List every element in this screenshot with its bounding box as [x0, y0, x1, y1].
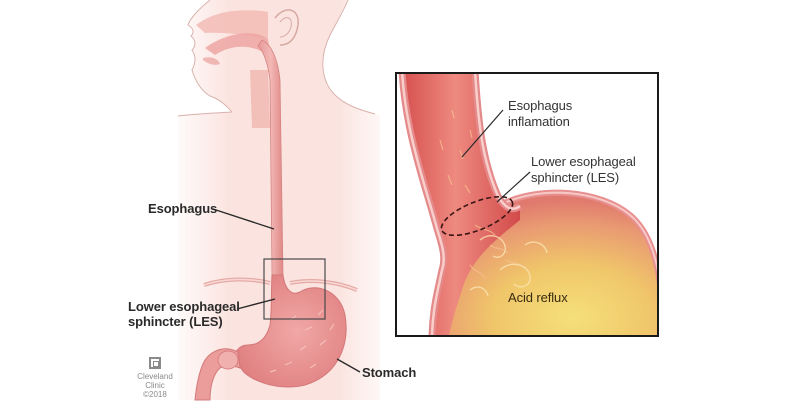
label-les-overview-line1: Lower esophageal	[128, 299, 240, 314]
inset-detail	[395, 72, 659, 337]
label-les-inset: Lower esophageal sphincter (LES)	[531, 154, 636, 186]
label-inflammation-line1: Esophagus	[508, 98, 573, 113]
label-acid-reflux: Acid reflux	[508, 290, 568, 305]
label-esophagus: Esophagus	[148, 201, 218, 216]
cleveland-clinic-logo-icon	[149, 357, 161, 369]
detail-region-box	[263, 258, 326, 320]
label-les-inset-line1: Lower esophageal	[531, 154, 636, 169]
stomach-overview	[194, 274, 347, 401]
logo-copyright: ©2018	[143, 390, 167, 399]
logo-name-line2: Clinic	[145, 381, 165, 390]
label-inflammation-line2: inflamation	[508, 114, 570, 129]
label-esophagus-inflammation: Esophagus inflamation	[508, 98, 572, 130]
cleveland-clinic-logo: Cleveland Clinic ©2018	[133, 357, 177, 399]
label-les-overview: Lower esophageal sphincter (LES)	[128, 299, 240, 329]
label-les-inset-line2: sphincter (LES)	[531, 170, 620, 185]
label-stomach: Stomach	[362, 365, 417, 380]
logo-name-line1: Cleveland	[137, 372, 173, 381]
inset-border	[395, 72, 659, 337]
label-les-overview-line2: sphincter (LES)	[128, 314, 223, 329]
